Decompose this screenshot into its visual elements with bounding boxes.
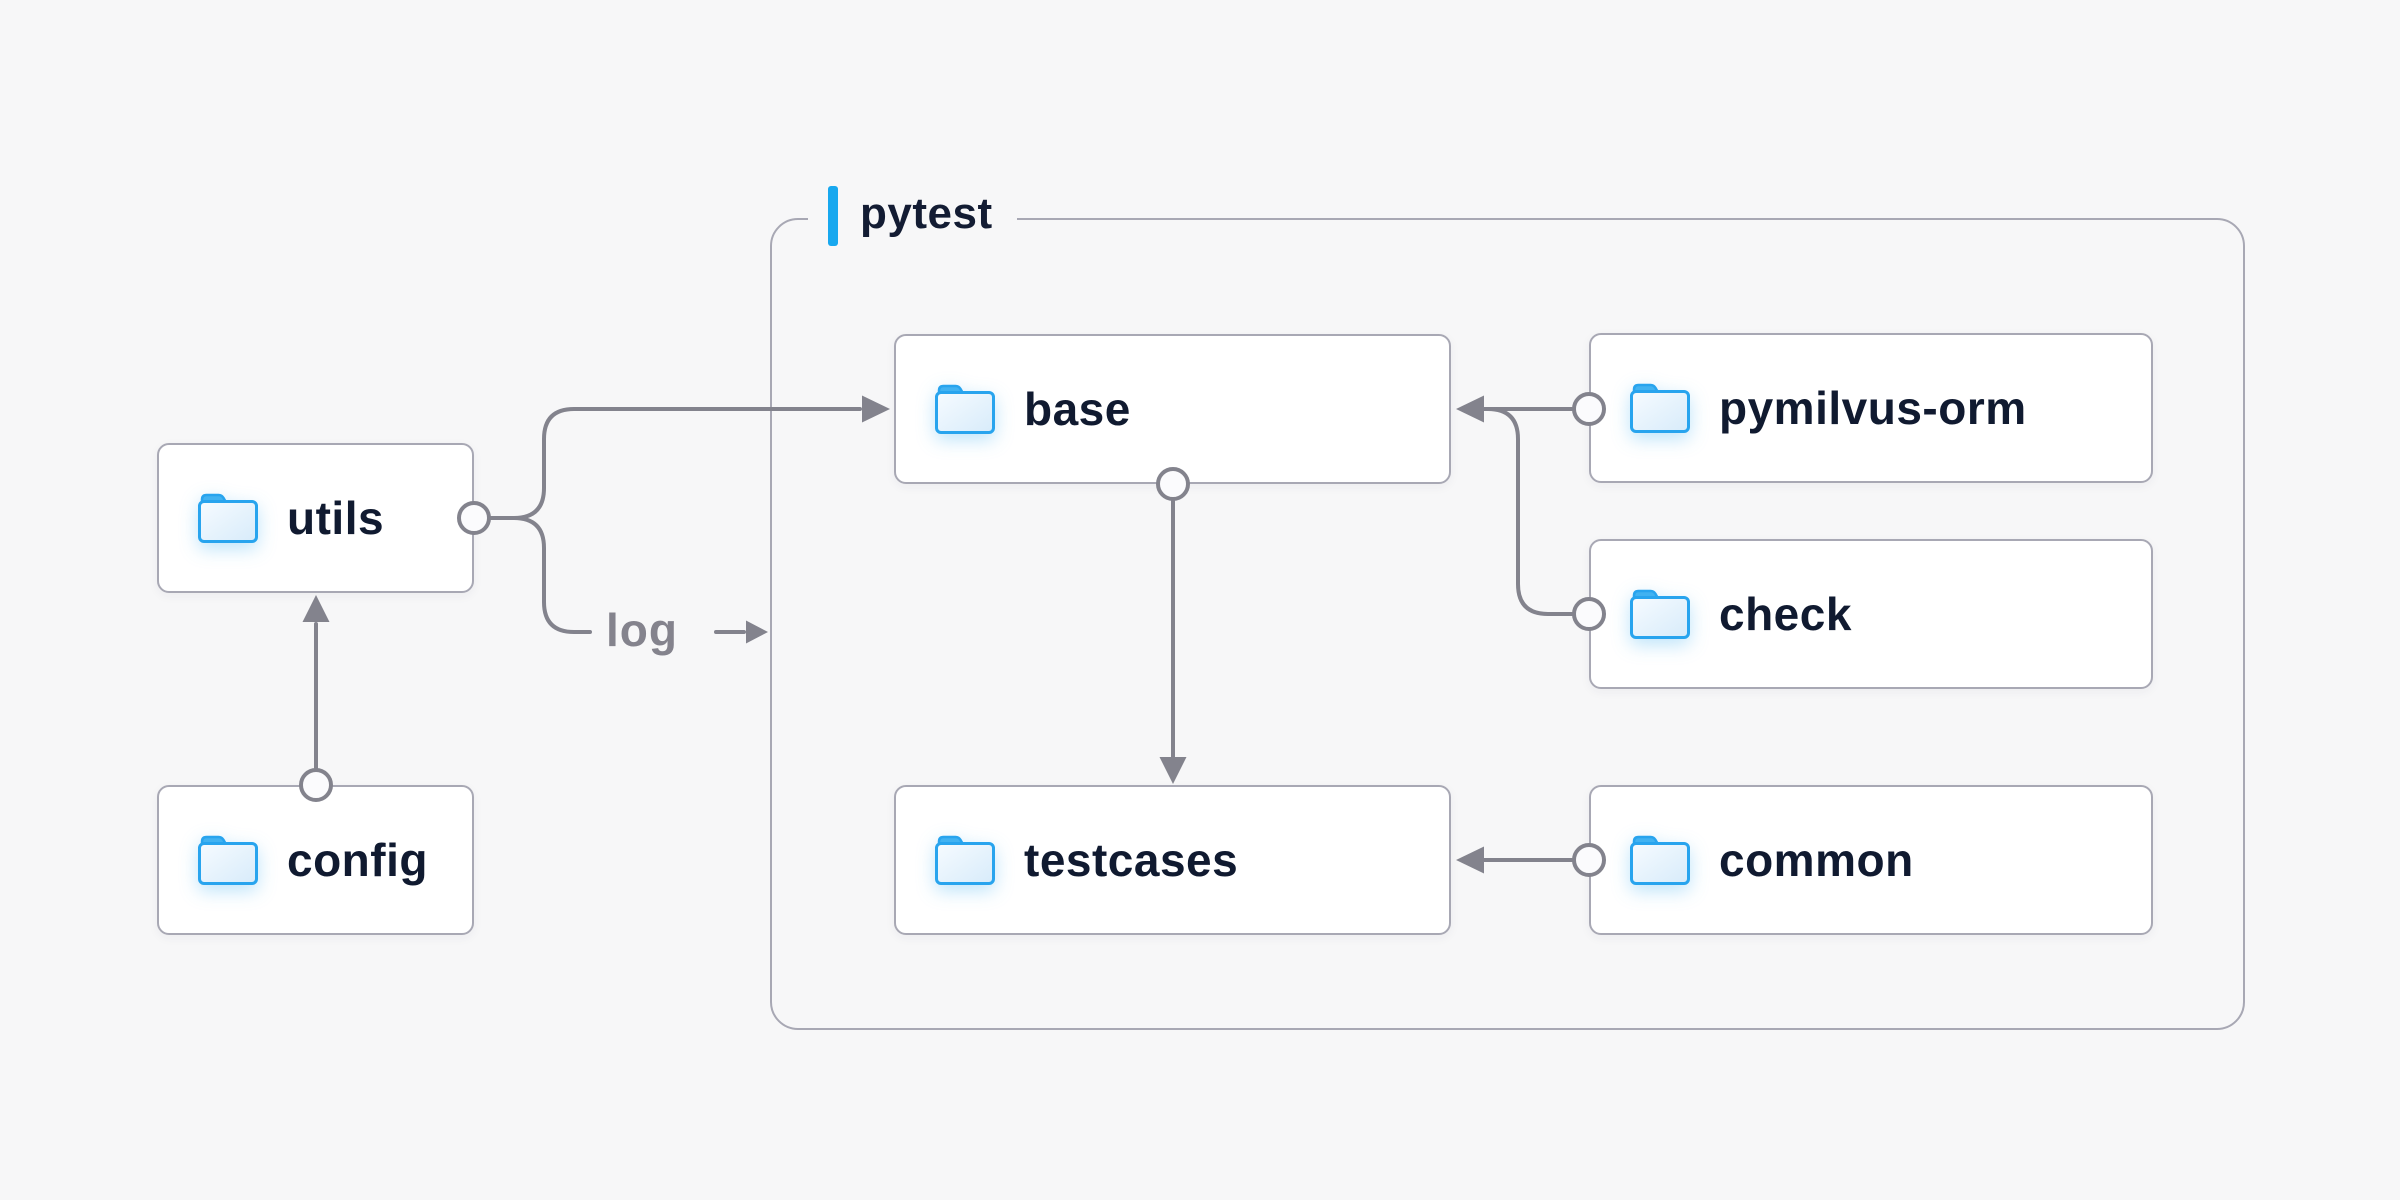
node-label: pymilvus-orm: [1719, 382, 2027, 434]
node-check: check: [1589, 539, 2153, 689]
accent-bar-icon: [828, 186, 838, 246]
node-label: common: [1719, 834, 1914, 886]
node-label: testcases: [1024, 834, 1239, 886]
folder-icon: [198, 835, 258, 885]
edge-label-log: log: [606, 604, 678, 656]
folder-icon: [1630, 835, 1690, 885]
folder-icon: [198, 493, 258, 543]
folder-icon: [1630, 383, 1690, 433]
node-utils: utils: [157, 443, 474, 593]
node-config: config: [157, 785, 474, 935]
node-base: base: [894, 334, 1451, 484]
pytest-group-container: [770, 218, 2245, 1030]
node-common: common: [1589, 785, 2153, 935]
folder-icon: [935, 384, 995, 434]
node-pymilvus-orm: pymilvus-orm: [1589, 333, 2153, 483]
arrowhead-into-utils-bottom: [302, 595, 330, 622]
pytest-group-title: pytest: [860, 189, 993, 238]
node-label: check: [1719, 588, 1852, 640]
node-label: base: [1024, 383, 1131, 435]
folder-icon: [1630, 589, 1690, 639]
edge-utils-to-log: [512, 516, 592, 634]
folder-icon: [935, 835, 995, 885]
arrowhead-log-into-pytest: [746, 620, 768, 644]
node-label: utils: [287, 492, 385, 544]
node-testcases: testcases: [894, 785, 1451, 935]
node-label: config: [287, 834, 428, 886]
pytest-group-label: pytest: [808, 184, 1017, 248]
